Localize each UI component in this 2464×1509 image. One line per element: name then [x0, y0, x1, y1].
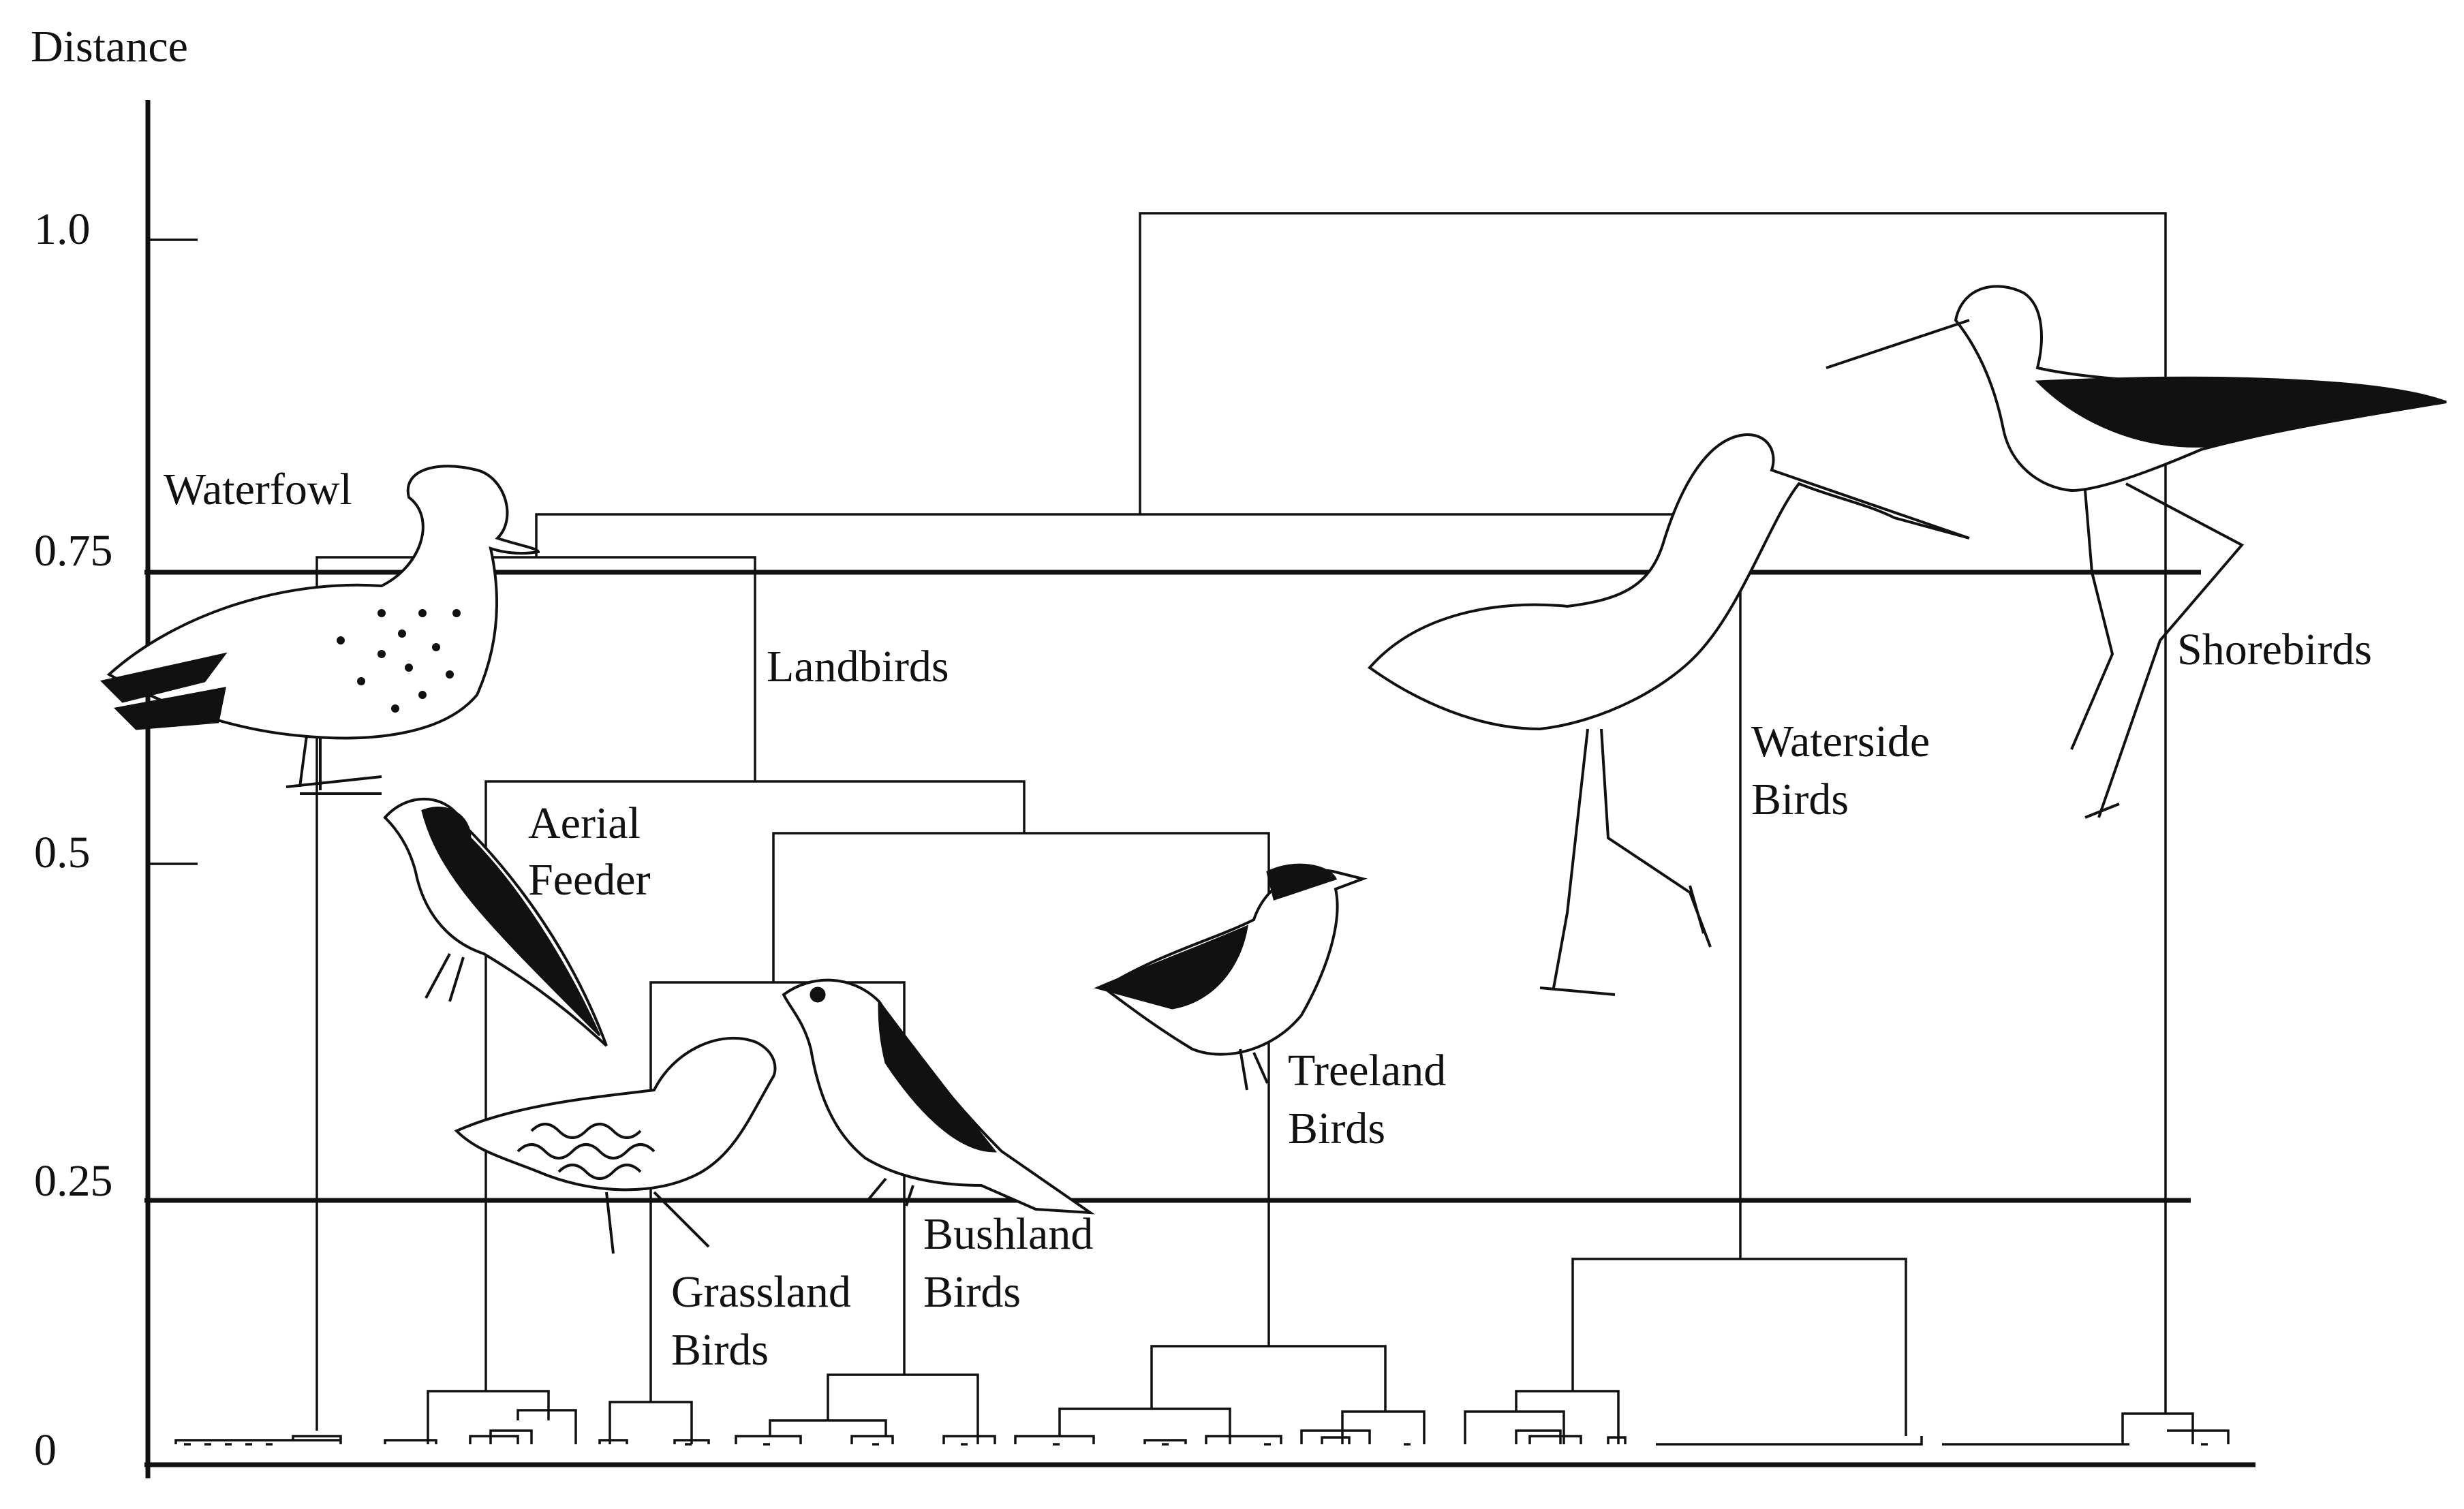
tick-label: 0 [34, 1425, 57, 1475]
merge-link [315, 556, 756, 1431]
label-shorebirds: Shorebirds [2177, 625, 2372, 674]
egret-icon [1368, 433, 1970, 996]
merge-link [484, 780, 1026, 1391]
label-aerial-line2: Feeder [528, 855, 651, 905]
leaf-cluster [1942, 1412, 2230, 1446]
merge-link [1571, 1258, 1907, 1436]
label-grassland-line1: Grassland [671, 1267, 851, 1317]
leaf-cluster [174, 1435, 342, 1444]
tick-label: 0.5 [34, 828, 91, 877]
label-grassland-line2: Birds [671, 1325, 769, 1375]
leaf-cluster [735, 1373, 996, 1446]
stilt-icon [1826, 285, 2447, 819]
group-labels: Waterfowl Landbirds Aerial Feeder Grassl… [164, 465, 2372, 1375]
merge-link [772, 832, 1270, 1346]
label-aerial-line1: Aerial [528, 798, 641, 848]
tick-label: 1.0 [34, 204, 91, 254]
tick-label: 0.75 [34, 526, 113, 576]
finch-icon [782, 978, 1096, 1215]
duck-icon [100, 465, 540, 795]
axis-title: Distance [31, 22, 188, 72]
quail-icon [454, 1036, 777, 1254]
distance-axis: Distance 1.0 0.75 0.5 0.25 0 [31, 22, 2255, 1478]
label-waterside-line2: Birds [1751, 775, 1849, 824]
leaf-cluster [1464, 1390, 1923, 1446]
label-landbirds: Landbirds [767, 642, 949, 691]
leaf-cluster [1014, 1345, 1426, 1446]
label-waterside-line1: Waterside [1751, 717, 1930, 766]
label-treeland-line1: Treeland [1288, 1046, 1446, 1095]
merge-link [535, 513, 1742, 1259]
label-bushland-line2: Birds [923, 1267, 1021, 1317]
root-link [1139, 212, 2167, 1414]
swallow-icon [383, 797, 608, 1047]
leaf-cluster [598, 1401, 710, 1446]
label-waterfowl: Waterfowl [164, 465, 352, 514]
label-bushland-line1: Bushland [923, 1209, 1093, 1259]
label-treeland-line2: Birds [1288, 1104, 1385, 1153]
tick-label: 0.25 [34, 1156, 113, 1206]
merge-link [649, 981, 906, 1402]
tit-icon [1094, 863, 1368, 1091]
dendrogram-links [174, 212, 2230, 1446]
leaf-cluster [384, 1390, 577, 1444]
